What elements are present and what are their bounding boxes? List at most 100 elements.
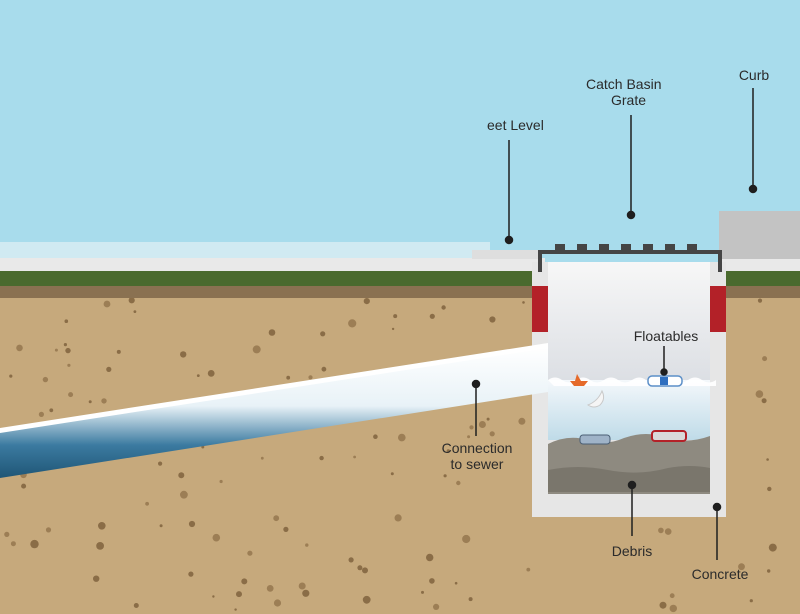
soil-pebble xyxy=(42,376,49,383)
soil-pebble xyxy=(286,375,291,380)
leader-dot-debris xyxy=(627,480,637,490)
soil-pebble xyxy=(441,305,446,310)
soil-pebble xyxy=(766,458,769,461)
soil-pebble xyxy=(362,595,371,604)
street-surface-raised xyxy=(472,250,542,259)
street-surface xyxy=(0,258,545,271)
leader-dot-grate xyxy=(626,210,636,220)
soil-pebble xyxy=(456,480,461,486)
soil-pebble xyxy=(469,425,474,430)
soil-pebble xyxy=(145,501,150,506)
catch-basin-grate-label: Catch Basin Grate xyxy=(586,76,676,108)
soil-pebble xyxy=(478,421,486,428)
soil-pebble xyxy=(429,313,435,319)
soil-pebble xyxy=(391,327,395,331)
soil-pebble xyxy=(321,366,327,372)
soil-pebble xyxy=(348,319,357,328)
soil-pebble xyxy=(305,543,309,547)
basin-chamber-air xyxy=(548,262,710,380)
soil-pebble xyxy=(283,526,289,533)
soil-pebble xyxy=(9,374,13,378)
soil-pebble xyxy=(749,599,753,603)
soil-pebble xyxy=(188,571,194,577)
soil-pebble xyxy=(180,351,187,358)
soil-pebble xyxy=(268,329,276,336)
soil-pebble xyxy=(96,542,104,550)
soil-pebble xyxy=(319,455,324,461)
soil-pebble xyxy=(10,541,16,547)
brick-band-left xyxy=(532,286,548,332)
soil-pebble xyxy=(658,527,664,534)
floatables-group xyxy=(570,374,683,408)
soil-pebble xyxy=(518,417,526,425)
soil-pebble xyxy=(489,316,496,323)
leader-lines xyxy=(471,88,758,560)
soil-pebble xyxy=(353,455,356,459)
sidewalk-surface xyxy=(720,258,800,271)
soil-pebble xyxy=(207,370,215,377)
soil-pebble xyxy=(196,374,200,377)
soil-pebble xyxy=(373,434,378,440)
debris-sediment-dark xyxy=(548,466,710,492)
soil-pebble xyxy=(219,479,223,484)
soil-pebble xyxy=(362,567,368,574)
soil-pebble xyxy=(98,522,106,530)
connection-line2: to sewer xyxy=(450,456,504,472)
soil-pebble xyxy=(49,408,54,413)
soil-pebble xyxy=(522,301,525,304)
soil-pebble xyxy=(443,474,447,478)
soil-pebble xyxy=(526,567,531,572)
soil-pebble xyxy=(180,490,188,499)
soil-pebble xyxy=(45,527,52,533)
street-level-label: eet Level xyxy=(487,117,544,133)
soil-pebble xyxy=(88,400,92,404)
soil-pebble xyxy=(54,348,58,352)
soil-pebble xyxy=(133,310,137,313)
soil-pebble xyxy=(426,553,434,562)
debris-can-icon xyxy=(579,434,611,445)
soil-pebble xyxy=(454,581,458,585)
soil-pebble xyxy=(159,524,163,528)
soil-pebble xyxy=(468,597,473,602)
soil-pebble xyxy=(128,297,135,304)
soil-pebble xyxy=(67,363,71,367)
soil-pebble xyxy=(767,569,771,573)
soil-pebble xyxy=(234,608,237,611)
soil-pebble xyxy=(260,456,264,460)
soil-pebble xyxy=(241,578,248,585)
soil-pebble xyxy=(421,590,424,594)
soil-pebble xyxy=(669,593,675,599)
soil-pebble xyxy=(486,417,490,421)
soil-pebble xyxy=(103,300,111,308)
soil-pebble xyxy=(252,345,261,354)
soil-pebble xyxy=(212,533,221,542)
leader-dot-curb xyxy=(748,184,758,194)
soil-pebble xyxy=(273,515,280,522)
sky xyxy=(0,0,800,262)
soil-pebble xyxy=(393,314,398,319)
soil-pebble xyxy=(669,604,677,613)
soil-pebble xyxy=(462,534,471,544)
brick-band-right xyxy=(710,286,726,332)
soil-pebble xyxy=(357,565,363,571)
soil-pebble xyxy=(65,347,71,354)
soil-pebble xyxy=(298,582,306,590)
soil-pebble xyxy=(446,449,450,453)
soil-pebble xyxy=(236,591,242,598)
soil-pebble xyxy=(16,344,23,352)
soil-pebble xyxy=(68,392,74,398)
soil-pebble xyxy=(429,578,435,584)
catch-basin-grate-line1: Catch Basin xyxy=(586,76,662,92)
leader-dot-connection xyxy=(471,379,481,389)
soil-pebble xyxy=(116,349,121,354)
soil-pebble xyxy=(762,356,768,362)
floatables-label: Floatables xyxy=(633,328,699,344)
soil-pebble xyxy=(467,435,471,439)
soil-pebble xyxy=(106,366,112,372)
soil-pebble xyxy=(398,433,406,442)
soil-pebble xyxy=(21,483,27,489)
connection-to-sewer-label: Connection to sewer xyxy=(430,440,524,472)
soil-pebble xyxy=(247,550,253,556)
soil-pebble xyxy=(767,486,772,492)
